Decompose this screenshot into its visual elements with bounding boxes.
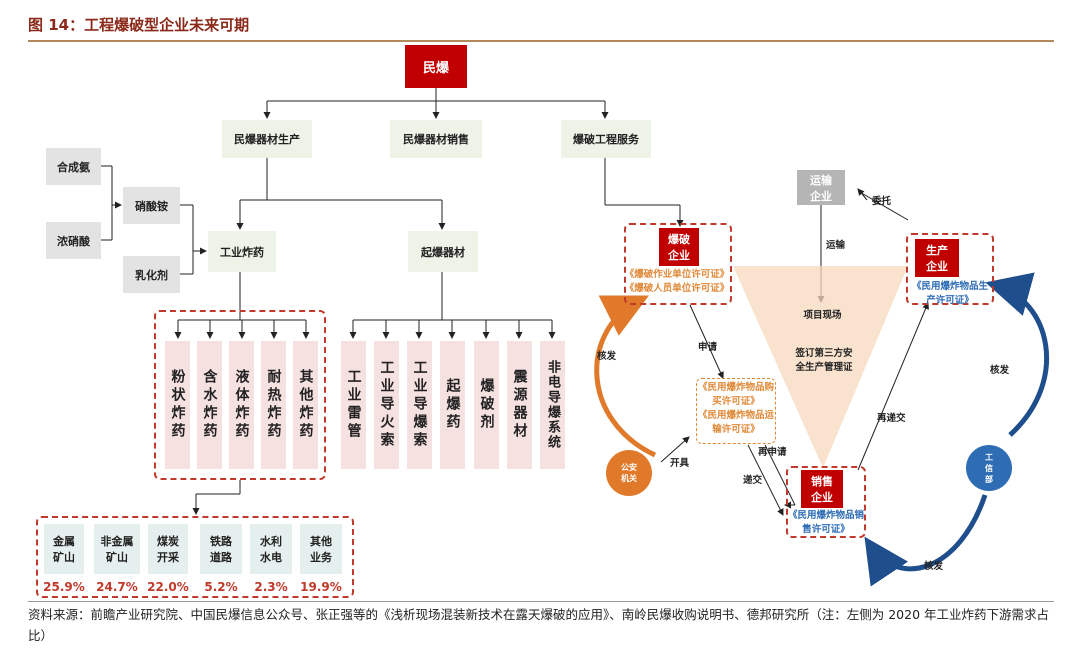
production-company: 生产企业 [915, 239, 959, 277]
raw-ammonia: 合成氨 [46, 148, 101, 185]
edge-deliver: 递交 [743, 475, 763, 486]
blue-curved-arrow-right [985, 272, 1049, 437]
init-detonating-cord: 工业导爆索 [407, 341, 432, 469]
blasting-licenses: 《爆破作业单位许可证》 《爆破人员单位许可证》 [624, 269, 730, 294]
type-water-bearing: 含水炸药 [197, 341, 222, 469]
blasting-company-group [624, 223, 732, 305]
explosive-types-group [154, 310, 326, 480]
type-other: 其他炸药 [293, 341, 318, 469]
init-seismic-source: 震源器材 [507, 341, 532, 469]
sales-company: 销售企业 [801, 470, 843, 508]
pct-metal-mine: 25.9% [43, 580, 85, 594]
edge-issue-left: 核发 [597, 351, 617, 362]
edge-open: 开具 [670, 458, 690, 469]
raw-emulsifier: 乳化剂 [123, 256, 180, 293]
source-divider [28, 601, 1054, 602]
type-powder: 粉状炸药 [165, 341, 190, 469]
pct-other: 19.9% [300, 580, 342, 594]
node-sales: 民爆器材销售 [390, 120, 482, 158]
raw-nitric-acid: 浓硝酸 [46, 222, 101, 259]
init-primary-explosive: 起爆药 [440, 341, 465, 469]
type-heat-resistant: 耐热炸药 [261, 341, 286, 469]
node-industrial-explosive: 工业炸药 [208, 231, 276, 272]
safety-triangle [733, 266, 908, 468]
downstream-rail-road: 铁路道路 [200, 524, 242, 574]
downstream-coal: 煤炭开采 [148, 524, 188, 574]
sales-license: 《民用爆炸物品销售许可证》 [788, 510, 865, 535]
type-liquid: 液体炸药 [229, 341, 254, 469]
police-circle: 公安机关 [606, 450, 652, 496]
middle-licenses-group [696, 378, 776, 444]
orange-curved-arrow [594, 295, 657, 458]
downstream-water-power: 水利水电 [250, 524, 292, 574]
node-initiator: 起爆器材 [408, 231, 478, 272]
title-divider [28, 40, 1054, 42]
source-note: 资料来源：前瞻产业研究院、中国民爆信息公众号、张正强等的《浅析现场混装新技术在露… [28, 607, 1050, 643]
sales-company-group [786, 466, 866, 538]
edge-reapply: 再申请 [758, 447, 787, 458]
downstream-other: 其他业务 [300, 524, 342, 574]
edge-entrust: 委托 [872, 196, 892, 207]
edge-issue-bottom: 核发 [924, 561, 944, 572]
figure-title: 图 14：工程爆破型企业未来可期 [28, 16, 250, 34]
downstream-nonmetal-mine: 非金属矿山 [94, 524, 140, 574]
edge-issue-right: 核发 [990, 365, 1010, 376]
edge-transport: 运输 [826, 240, 846, 251]
raw-ammonium-nitrate: 硝酸铵 [123, 187, 180, 224]
downstream-metal-mine: 金属矿山 [44, 524, 84, 574]
init-detonator: 工业雷管 [341, 341, 366, 469]
pct-rail-road: 5.2% [204, 580, 238, 594]
industry-ministry-circle: 工信部 [966, 445, 1012, 491]
node-engineering-service: 爆破工程服务 [561, 120, 651, 158]
site-label: 项目现场 [803, 310, 842, 321]
middle-licenses: 《民用爆炸物品购买许可证》 《民用爆炸物品运输许可证》 [698, 382, 775, 435]
init-nonelectric-system: 非电导爆系统 [540, 341, 565, 469]
downstream-group [36, 516, 354, 598]
blasting-company: 爆破企业 [659, 228, 699, 266]
init-safety-fuse: 工业导火索 [374, 341, 399, 469]
transport-company: 运输企业 [797, 170, 845, 205]
agreement-label: 签订第三方安全生产管理证 [795, 348, 853, 373]
blue-curved-arrow-bottom [864, 494, 988, 587]
root-node: 民爆 [405, 45, 467, 88]
production-license: 《民用爆炸物品生产许可证》 [911, 281, 988, 306]
edge-redeliver: 再递交 [877, 413, 906, 424]
pct-coal: 22.0% [147, 580, 189, 594]
pct-water-power: 2.3% [254, 580, 288, 594]
node-production: 民爆器材生产 [222, 120, 312, 158]
init-blasting-agent: 爆破剂 [474, 341, 499, 469]
production-company-group [906, 233, 994, 305]
edge-apply: 申请 [698, 342, 718, 353]
pct-nonmetal-mine: 24.7% [96, 580, 138, 594]
